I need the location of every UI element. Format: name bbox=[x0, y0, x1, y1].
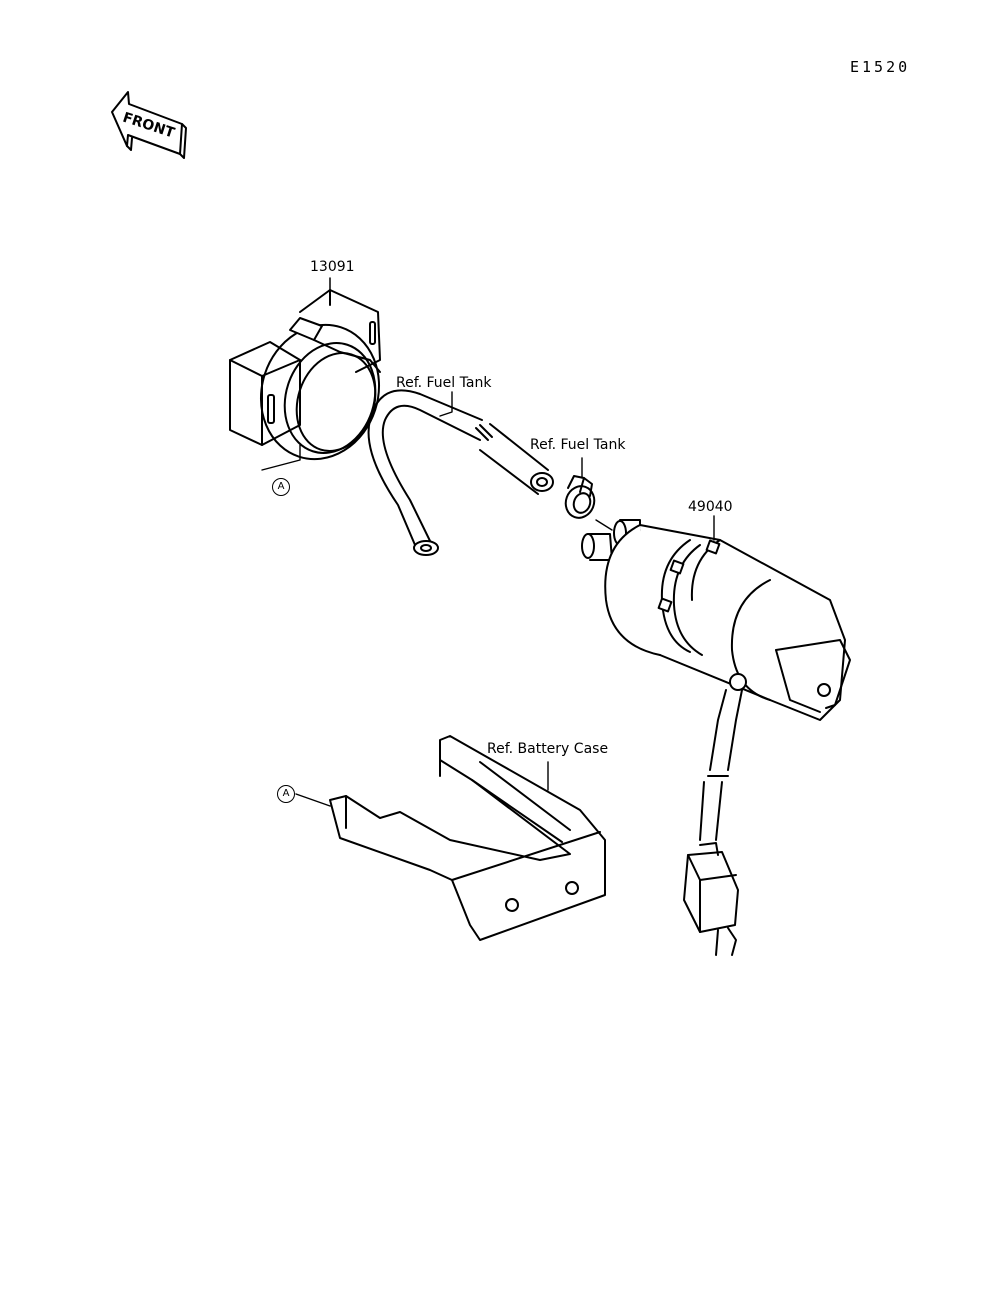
hose-clamp-part bbox=[564, 457, 596, 519]
part-number-bracket: 13091 bbox=[310, 259, 355, 275]
battery-case-part bbox=[295, 735, 606, 941]
pump-bracket-part bbox=[229, 277, 381, 471]
marker-a-bottom: A bbox=[277, 785, 295, 803]
ref-battery-case-label: Ref. Battery Case bbox=[487, 741, 609, 757]
ref-fuel-tank-hose-label: Ref. Fuel Tank bbox=[396, 375, 492, 391]
front-arrow-icon: FRONT bbox=[111, 91, 187, 159]
fuel-hose-part bbox=[367, 389, 554, 556]
fuel-pump-part bbox=[581, 515, 851, 956]
part-number-fuel-pump: 49040 bbox=[688, 499, 733, 515]
ref-fuel-tank-clamp-label: Ref. Fuel Tank bbox=[530, 437, 626, 453]
diagram-code-label: E1520 bbox=[850, 58, 911, 76]
marker-a-top: A bbox=[272, 478, 290, 496]
